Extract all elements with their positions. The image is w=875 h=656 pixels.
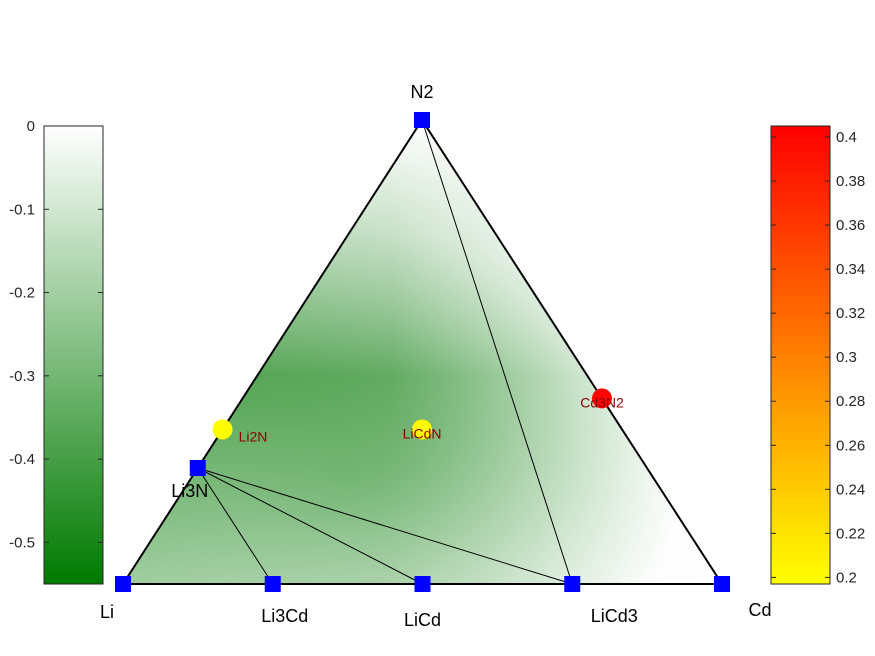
colorbar-tick-label: 0.24 [836, 481, 865, 498]
colorbar-tick-label: 0.32 [836, 305, 865, 322]
phase-label-licd: LiCd [404, 610, 441, 630]
tie-line-n2-licd3 [421, 119, 573, 585]
formation-energy-colorbar-ticks: 0 -0.1 -0.2 -0.3 -0.4 -0.5 [9, 118, 103, 551]
colorbar-tick-label: 0.38 [836, 173, 865, 190]
colorbar-tick-label: 0.2 [836, 569, 857, 586]
colorbar-tick-label: -0.1 [9, 201, 35, 218]
phase-label-li3cd: Li3Cd [261, 606, 308, 626]
colorbar-tick-label: -0.5 [9, 534, 35, 551]
tie-line-li3n-licd3 [197, 467, 573, 585]
formation-energy-fade [123, 120, 722, 584]
unstable-phase-label-licdn: LiCdN [403, 425, 442, 441]
stable-phase-licd3 [564, 576, 581, 592]
stable-phase-n2 [414, 112, 430, 128]
stable-phase-li [115, 576, 131, 592]
unstable-phase-li2n [212, 419, 233, 440]
colorbar-tick-label: -0.2 [9, 285, 35, 302]
colorbar-tick-label: 0.26 [836, 437, 865, 454]
colorbar-tick-label: -0.4 [9, 451, 35, 468]
e-above-hull-colorbar: 0.2 0.22 0.24 0.26 0.28 0.3 0.32 0.34 0.36 0.38 0.… [770, 125, 865, 586]
tie-line-li3n-li3cd [197, 467, 274, 585]
phase-label-cd: Cd [748, 600, 771, 620]
e-above-hull-colorbar-gradient [770, 125, 831, 585]
unstable-phase-cd3n2 [592, 388, 612, 409]
unstable-phase-licdn [412, 419, 433, 440]
stable-phase-li3n [189, 460, 206, 476]
phase-label-li3n: Li3N [171, 481, 208, 501]
colorbar-tick-label: 0.34 [836, 261, 865, 278]
stable-phase-licd [414, 576, 431, 592]
colorbar-tick-label: 0 [27, 118, 35, 135]
formation-energy-colorbar: 0 -0.1 -0.2 -0.3 -0.4 -0.5 [9, 118, 104, 585]
phase-label-li: Li [100, 602, 114, 622]
e-above-hull-colorbar-ticks: 0.2 0.22 0.24 0.26 0.28 0.3 0.32 0.34 0.36 0.38 0.… [771, 129, 865, 586]
unstable-phase-label-cd3n2: Cd3N2 [580, 394, 624, 410]
unstable-phase-label-li2n: Li2N [239, 428, 268, 444]
stable-phase-li3cd [264, 576, 281, 592]
unstable-phases [212, 388, 612, 440]
colorbar-tick-label: 0.22 [836, 525, 865, 542]
tie-line-li3n-licd [197, 467, 423, 585]
colorbar-tick-label: -0.3 [9, 368, 35, 385]
colorbar-tick-label: 0.4 [836, 129, 857, 146]
phase-label-n2: N2 [410, 82, 433, 102]
tie-lines [197, 119, 573, 585]
stable-phase-cd [714, 576, 730, 592]
colorbar-tick-label: 0.36 [836, 217, 865, 234]
colorbar-tick-label: 0.28 [836, 393, 865, 410]
triangle-shading [123, 120, 722, 584]
colorbar-tick-label: 0.3 [836, 349, 857, 366]
formation-energy-colorbar-gradient [43, 125, 104, 585]
phase-label-licd3: LiCd3 [591, 606, 638, 626]
stable-phases [115, 112, 730, 592]
